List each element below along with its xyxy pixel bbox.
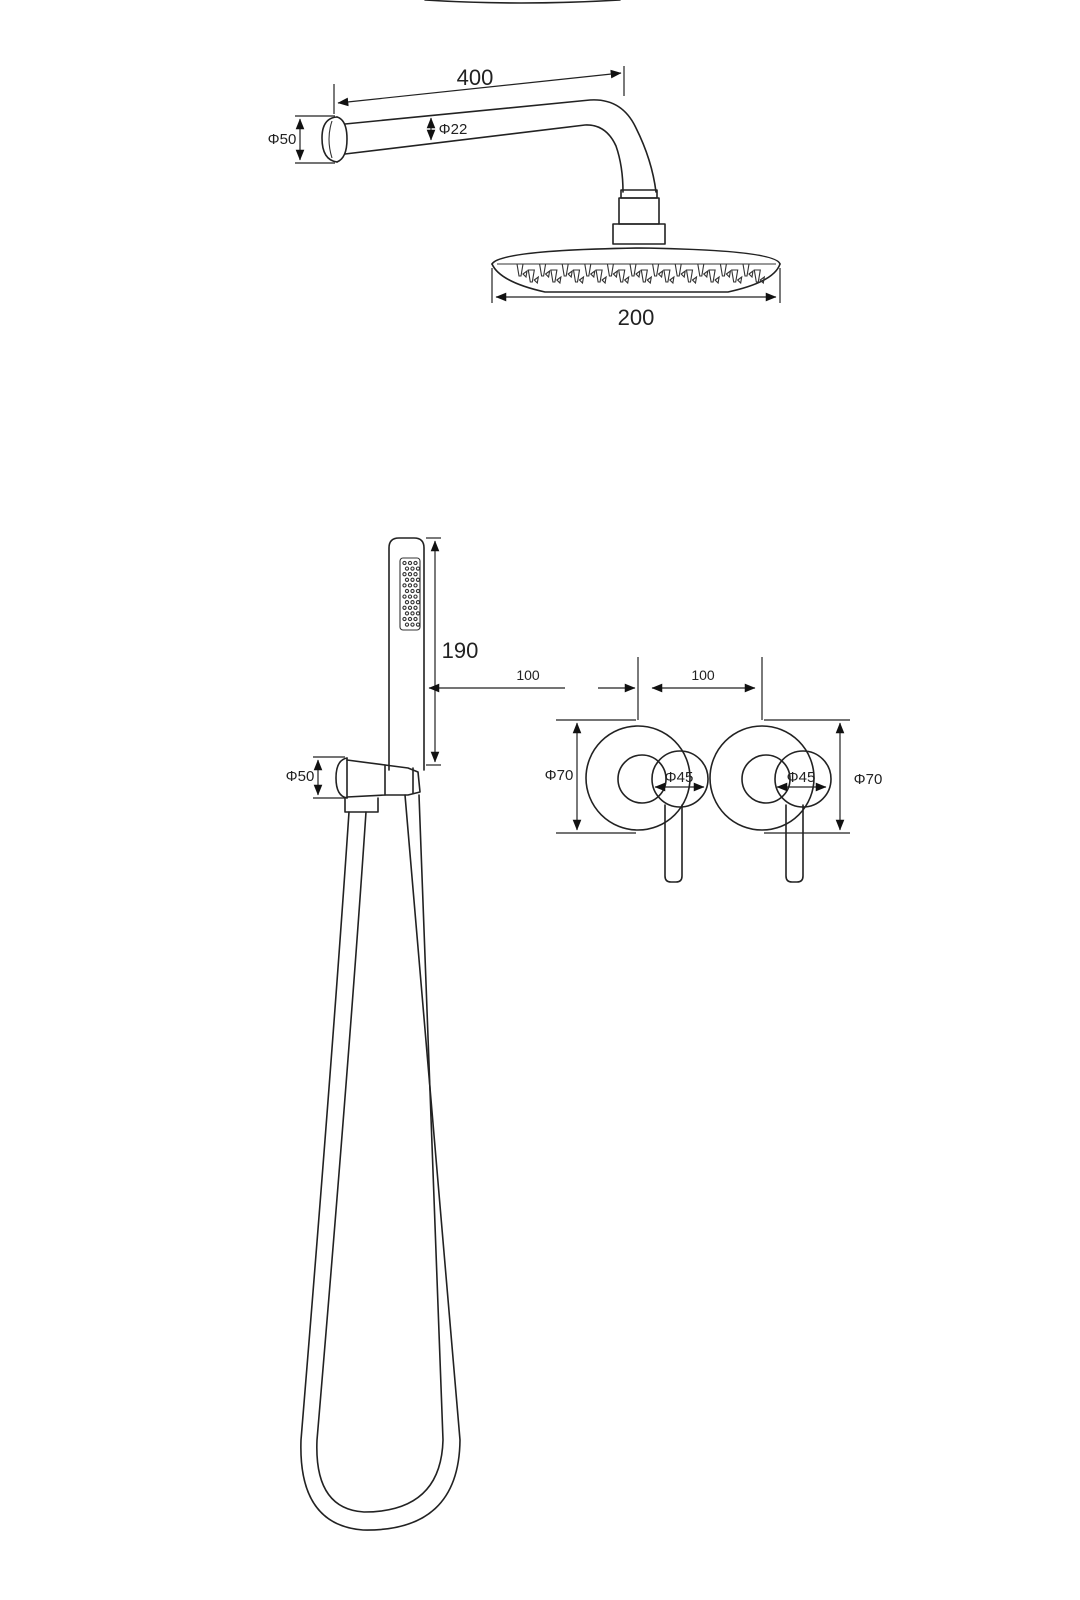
dimension-arm-dia: Φ22 (426, 117, 468, 141)
dimension-right-plate: Φ70 (764, 719, 883, 834)
label-head-dia: 200 (618, 305, 655, 330)
left-mixer (585, 725, 709, 883)
dimension-head-dia: 200 (491, 268, 781, 330)
label-wall-flange-dia: Φ50 (268, 131, 297, 148)
label-right-knob-dia: Φ45 (787, 769, 816, 786)
shower-head (491, 247, 781, 293)
label-arm-length: 400 (457, 65, 494, 90)
wall-bracket (335, 757, 421, 813)
dimension-left-knob: Φ45 (654, 769, 705, 792)
top-edge-fragment (424, 0, 621, 4)
dimension-handshower-length: 190 (426, 537, 479, 766)
dimension-arm-length: 400 (333, 65, 625, 114)
dimension-spacing-1: 100 (428, 657, 639, 720)
hand-shower-spray-holes (402, 560, 421, 627)
dimension-left-plate: Φ70 (545, 719, 636, 834)
label-right-plate-dia: Φ70 (854, 771, 883, 788)
label-bracket-dia: Φ50 (286, 768, 315, 785)
label-arm-dia: Φ22 (439, 121, 468, 138)
overhead-shower-arm (321, 99, 666, 245)
dimension-right-knob: Φ45 (776, 769, 827, 792)
shower-hose (300, 794, 461, 1531)
label-left-plate-dia: Φ70 (545, 767, 574, 784)
shower-head-nozzles (516, 263, 766, 285)
label-spacing-2: 100 (691, 667, 715, 683)
dimension-spacing-2: 100 (651, 657, 763, 720)
dimension-bracket: Φ50 (286, 756, 345, 799)
dimension-wall-flange: Φ50 (268, 115, 335, 164)
hand-shower (388, 537, 425, 771)
label-left-knob-dia: Φ45 (665, 769, 694, 786)
label-handshower-length: 190 (442, 638, 479, 663)
label-spacing-1: 100 (516, 667, 540, 683)
right-mixer (709, 725, 832, 883)
